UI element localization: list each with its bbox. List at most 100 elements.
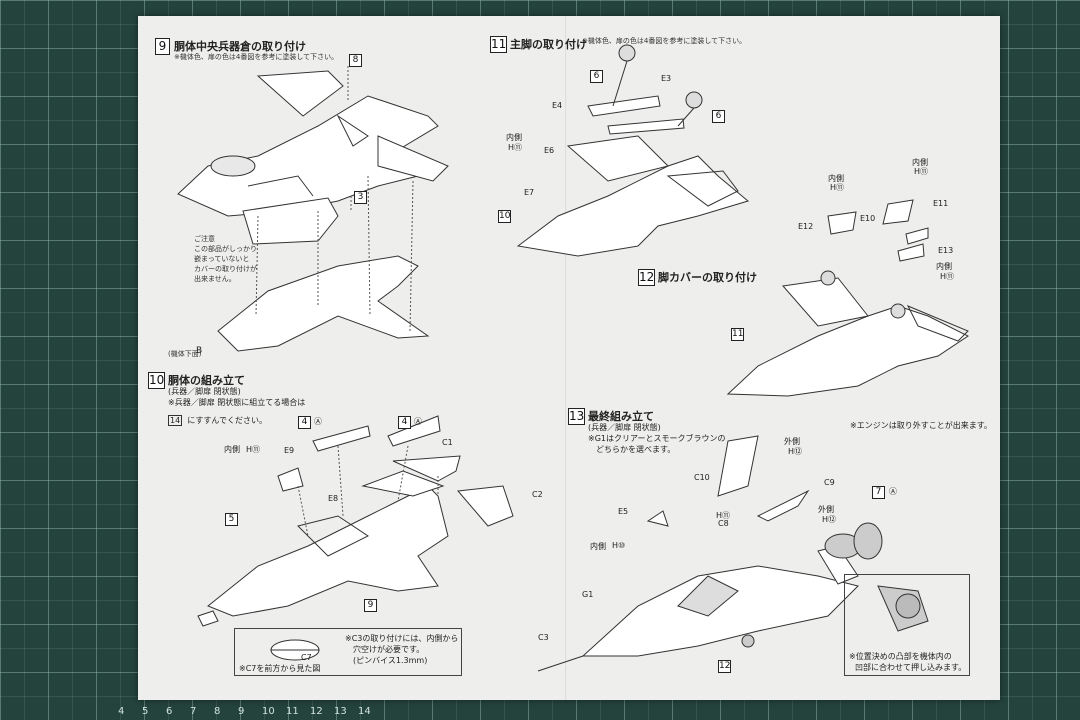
step9-part3-drawing [242,197,339,245]
step13-outer2: 外側 [818,505,834,514]
step13-part12: 12 [718,660,731,673]
ruler-tick: 5 [142,706,149,717]
step12-e11: E11 [933,199,949,208]
step13-c3: C3 [538,633,549,642]
ruler-tick: 6 [166,706,173,717]
step10-e9: E9 [284,446,295,455]
step10-inner-ref: H⑪ [246,445,261,454]
step10-note1: ※兵器／脚扉 閉状態に組立てる場合は [168,398,306,407]
step13-e5: E5 [618,507,629,516]
assembly-illustrations [177,44,969,672]
ruler-tick: 8 [214,706,221,717]
step11-number: 11 [490,36,508,53]
instruction-sheet: 9 胴体中央兵器倉の取り付け ※機体色、扉の色は4番図を参考に塗装して下さい。 … [138,16,1000,700]
step13-inner: 内側 [590,542,606,551]
step10-part4b: 4 [398,416,411,429]
ruler-tick: 13 [334,706,347,717]
step12-part11: 11 [731,328,744,341]
c3-note-line: 穴空けが必要です。 [353,645,425,654]
caution-line: ご注意 [194,235,215,243]
step11-e3: E3 [661,74,672,83]
step11-e4: E4 [552,101,563,110]
step10-part9: 9 [364,599,377,612]
step13-outer1: 外側 [784,437,800,446]
step10-aircraft-drawing [197,415,514,627]
step12-inner-right: 内側 [912,158,928,167]
step12-inner-r2-ref: H⑪ [940,272,955,281]
step10-part4a: 4 [298,416,311,429]
step11-part10: 10 [498,210,511,223]
step13-aircraft-drawing [537,435,883,672]
step9-note: ※機体色、扉の色は4番図を参考に塗装して下さい。 [174,53,339,61]
caution-line: 嵌まっていないと [194,255,250,263]
ruler-tick: 11 [286,706,299,717]
step10-number: 10 [148,372,166,389]
c7-label: C7 [301,653,312,662]
ruler-tick: 14 [358,706,371,717]
step13-circle-a: Ⓐ [889,487,897,496]
step13-c9: C9 [824,478,835,487]
step10-c3-detail-box: C7 ※C7を前方から見た図 ※C3の取り付けには、内側から 穴空けが必要です。… [234,628,462,676]
step11-part6a: 6 [590,70,603,83]
step9-part8: 8 [349,54,362,67]
step13-c8: C8 [718,519,729,528]
step13-engine-detail-box: ※位置決めの凸部を機体内の 凹部に合わせて押し込みます。 [844,574,970,676]
step13-number: 13 [568,408,586,425]
step10-part5: 5 [225,513,238,526]
step9-caution: ご注意 この部品がしっかり 嵌まっていないと カバーの取り付けが 出来ません。 [194,234,257,284]
c3-note-line: ※C3の取り付けには、内側から [345,634,459,643]
step10-c2: C2 [532,490,543,499]
step10-note2-text: にすすんでください。 [187,416,267,425]
caution-line: カバーの取り付けが [194,265,257,273]
step12-e10: E10 [860,214,876,223]
step13-c10: C10 [694,473,710,482]
fit-note-line: ※位置決めの凸部を機体内の [849,652,952,661]
step9-underside-drawing [217,255,430,352]
step12-e12: E12 [798,222,814,231]
step12-title: 脚カバーの取り付け [658,271,757,284]
step12-number: 12 [638,269,656,286]
c7-note: ※C7を前方から見た図 [239,664,321,673]
step11-title: 主脚の取り付け [510,38,587,51]
step13-sub: (兵器／脚扉 閉状態) [588,423,661,432]
step13-g1: G1 [582,590,594,599]
step9-fuselage-drawing [177,70,449,217]
step12-e13: E13 [938,246,954,255]
step13-title: 最終組み立て [588,410,654,423]
ruler-tick: 7 [190,706,197,717]
step9-title: 胴体中央兵器倉の取り付け [174,40,306,53]
step9-part-b: B [196,346,203,356]
step14-ref: 14 [168,415,183,426]
step10-circle-a: Ⓐ [314,417,322,426]
step9-underside-label: (機体下面) [168,350,202,358]
step12-inner-r2: 内側 [936,262,952,271]
step11-aircraft-drawing [516,44,750,257]
step13-inner-ref: H⑩ [612,541,626,550]
ruler-tick: 4 [118,706,125,717]
step13-h11: H⑪ [716,511,731,520]
step13-note1: ※G1はクリアーとスモークブラウンの [588,434,726,443]
caution-line: この部品がしっかり [194,245,257,253]
step9-part3: 3 [354,191,367,204]
step10-title: 胴体の組み立て [168,374,245,387]
step11-inner-ref: H⑪ [508,143,523,152]
step13-engine-detail-drawing [877,585,929,632]
step13-part7: 7 [872,486,885,499]
ruler-tick: 9 [238,706,245,717]
step12-aircraft-drawing [726,199,969,397]
step11-e7: E7 [524,188,535,197]
step10-sub: (兵器／脚扉 閉状態) [168,387,241,396]
step13-outer1-ref: H⑫ [788,447,803,456]
step13-note2: どちらかを選べます。 [596,445,676,454]
step11-part6b: 6 [712,110,725,123]
caution-line: 出来ません。 [194,275,236,283]
ruler-tick: 10 [262,706,275,717]
step10-circle-a2: Ⓐ [414,417,422,426]
step11-inner: 内側 [506,133,522,142]
step13-engine-note: ※エンジンは取り外すことが出来ます。 [850,421,992,430]
step12-inner-left-ref: H⑪ [830,183,845,192]
step9-number: 9 [155,38,170,55]
ruler-tick: 12 [310,706,323,717]
c3-note-line: (ピンバイス1.3mm) [353,656,428,665]
step10-inner: 内側 [224,445,240,454]
